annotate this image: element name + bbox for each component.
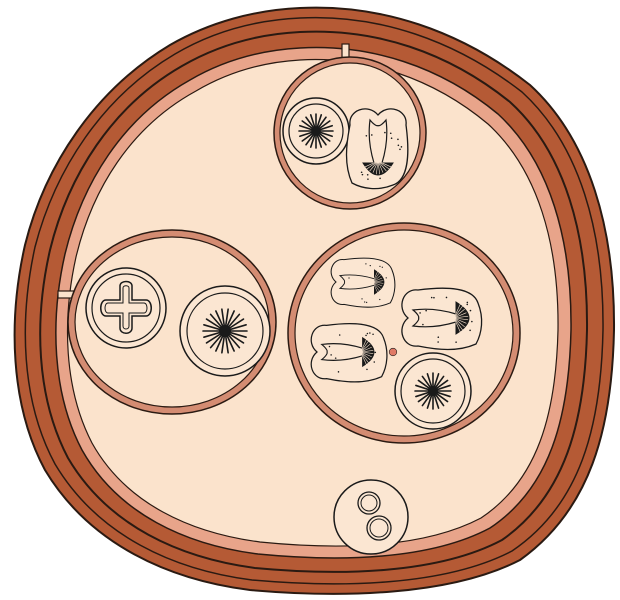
stipple-dot bbox=[367, 333, 369, 335]
stipple-dot bbox=[469, 330, 471, 332]
stipple-dot bbox=[437, 336, 439, 338]
stipple-dot bbox=[419, 312, 421, 314]
top-vacuole bbox=[274, 57, 426, 209]
stipple-dot bbox=[425, 310, 427, 312]
stipple-dot bbox=[364, 301, 365, 302]
stipple-dot bbox=[437, 341, 439, 343]
stipple-dot bbox=[365, 263, 366, 264]
rosette-center bbox=[311, 126, 321, 136]
stipple-dot bbox=[361, 298, 362, 299]
right-vacuole bbox=[288, 223, 520, 443]
stipple-dot bbox=[375, 352, 377, 354]
stipple-dot bbox=[386, 277, 387, 278]
sporozoite-rosette-icon bbox=[283, 98, 349, 164]
stipple-dot bbox=[348, 277, 349, 278]
stipple-dot bbox=[329, 346, 331, 348]
stipple-dot bbox=[366, 135, 368, 137]
stipple-dot bbox=[470, 310, 472, 312]
stipple-dot bbox=[379, 299, 380, 300]
stipple-dot bbox=[367, 178, 369, 180]
stipple-dot bbox=[390, 132, 392, 134]
stipple-dot bbox=[379, 266, 380, 267]
stipple-dot bbox=[374, 361, 376, 363]
twin-nuclei-vesicle-icon bbox=[334, 480, 408, 554]
stipple-dot bbox=[365, 335, 367, 337]
stipple-dot bbox=[335, 357, 337, 359]
sporozoite-rosette-icon bbox=[395, 353, 471, 429]
stipple-dot bbox=[379, 177, 381, 179]
stipple-dot bbox=[399, 149, 401, 151]
stipple-dot bbox=[338, 371, 340, 373]
stipple-dot bbox=[433, 297, 435, 299]
stipple-dot bbox=[367, 174, 369, 176]
stipple-dot bbox=[366, 369, 368, 371]
sporozoite-rosette-icon bbox=[180, 286, 270, 376]
stipple-dot bbox=[372, 333, 374, 335]
stipple-dot bbox=[397, 139, 399, 141]
stipple-dot bbox=[369, 332, 371, 334]
stipple-dot bbox=[370, 265, 371, 266]
stipple-dot bbox=[361, 171, 363, 173]
stipple-dot bbox=[446, 297, 448, 299]
left-vacuole bbox=[68, 230, 276, 414]
stipple-dot bbox=[455, 341, 457, 343]
stipple-dot bbox=[431, 297, 433, 299]
stipple-dot bbox=[471, 321, 473, 323]
stipple-dot bbox=[362, 174, 364, 176]
stipple-dot bbox=[339, 334, 341, 336]
stipple-dot bbox=[422, 324, 424, 326]
merozoite-stage-icon bbox=[402, 288, 482, 349]
merozoite-stage-icon bbox=[331, 258, 395, 307]
merozoite-stage-icon bbox=[347, 109, 408, 189]
stipple-dot bbox=[366, 302, 367, 303]
rosette-center bbox=[428, 386, 438, 396]
stipple-dot bbox=[382, 267, 383, 268]
stipple-dot bbox=[330, 354, 332, 356]
cross-shaped-stage-icon bbox=[86, 268, 166, 348]
stipple-dot bbox=[371, 134, 373, 136]
stipple-dot bbox=[384, 132, 386, 134]
rosette-center bbox=[219, 325, 231, 337]
stipple-dot bbox=[466, 304, 468, 306]
stipple-dot bbox=[391, 137, 393, 139]
stipple-dot bbox=[467, 302, 469, 304]
stipple-dot bbox=[398, 144, 400, 146]
stipple-dot bbox=[401, 146, 403, 148]
